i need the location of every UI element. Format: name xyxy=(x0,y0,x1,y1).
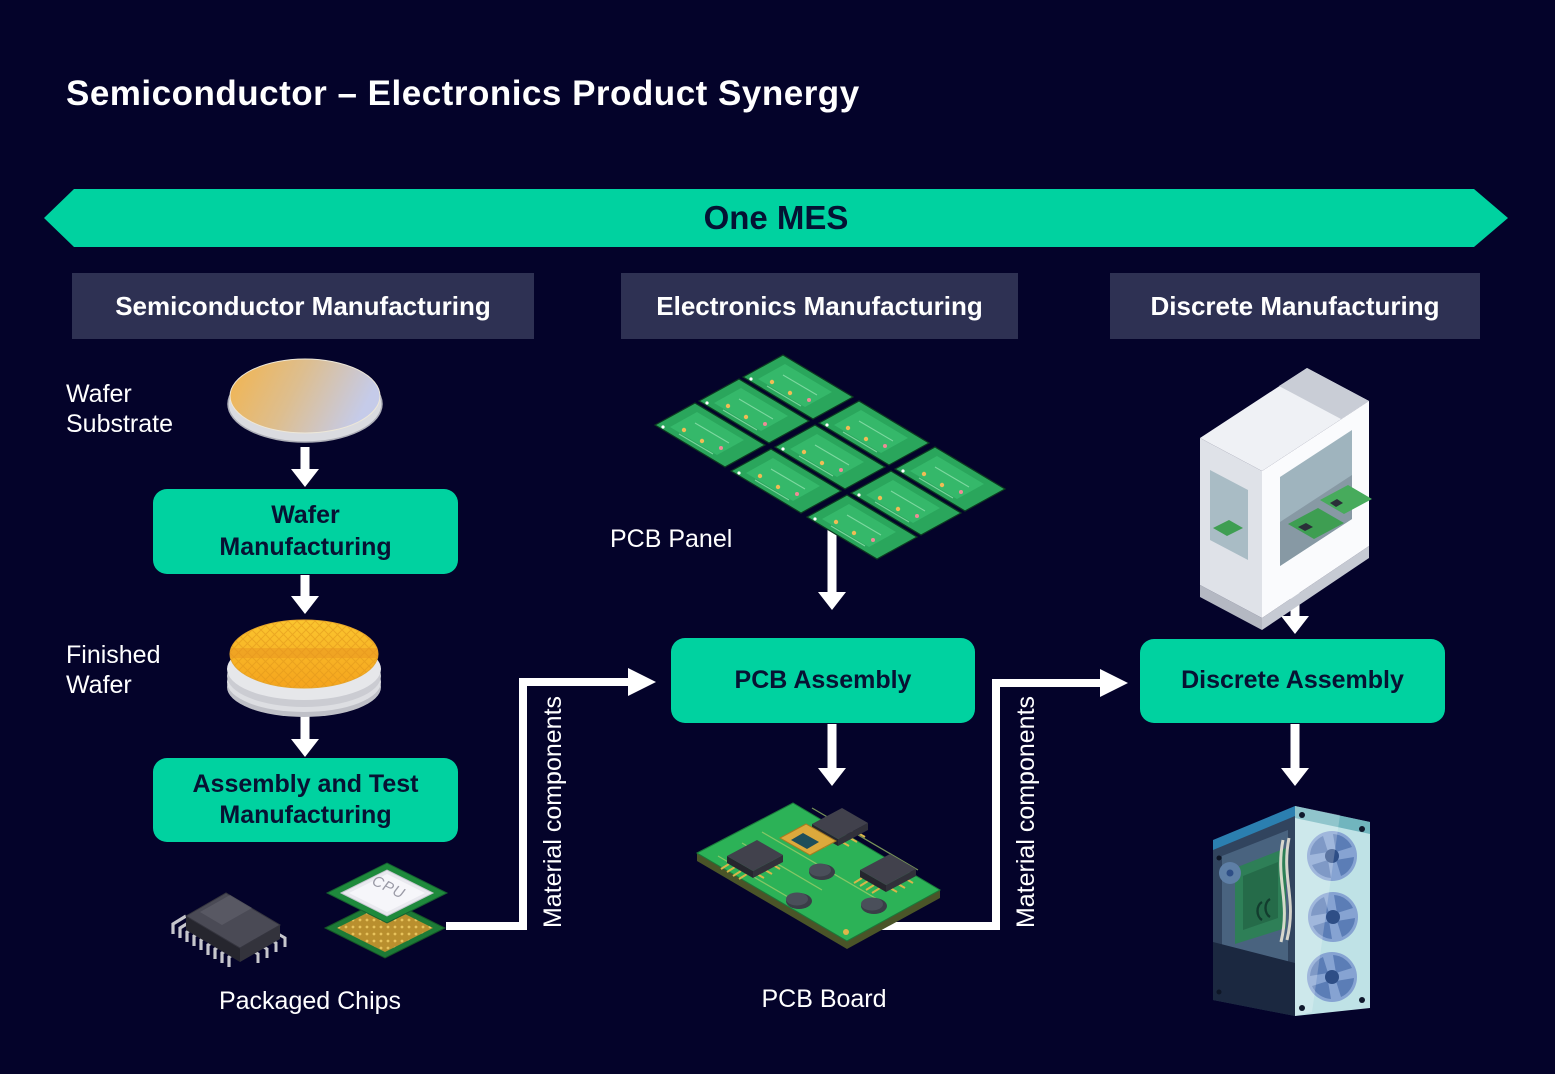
one-mes-label: One MES xyxy=(703,199,849,236)
packaged-chips-label: Packaged Chips xyxy=(218,987,402,1015)
arrow-down-icon xyxy=(291,447,319,487)
arrow-down-icon xyxy=(291,575,319,614)
pcb-assembly-box: PCB Assembly xyxy=(671,638,975,723)
discrete-assembly-box: Discrete Assembly xyxy=(1140,639,1445,723)
arrow-down-icon xyxy=(1281,724,1309,786)
elbow-arrow-icon xyxy=(868,669,1128,930)
wafer-substrate-illustration xyxy=(227,358,383,443)
elbow-arrow-icon xyxy=(446,668,656,930)
column-header-semiconductor-label: Semiconductor Manufacturing xyxy=(115,290,491,321)
arrow-down-icon xyxy=(818,724,846,786)
pc-tower-illustration xyxy=(1213,806,1370,1016)
finished-wafer-illustration xyxy=(227,619,381,717)
wafer-manufacturing-box: Wafer Manufacturing xyxy=(153,489,458,574)
pcb-panel-label: PCB Panel xyxy=(610,525,733,553)
material-components-label: Material components xyxy=(539,695,567,929)
finished-wafer-label: Finished Wafer xyxy=(66,641,161,699)
column-header-electronics-label: Electronics Manufacturing xyxy=(656,290,983,321)
cpu-chip-illustration: CPU xyxy=(323,862,449,959)
column-header-electronics: Electronics Manufacturing xyxy=(621,273,1018,339)
one-mes-banner: One MES xyxy=(44,189,1508,247)
pcb-board-label: PCB Board xyxy=(761,985,887,1013)
column-header-discrete-label: Discrete Manufacturing xyxy=(1150,290,1440,321)
material-components-label: Material components xyxy=(1012,695,1040,929)
smt-machine-illustration xyxy=(1200,368,1372,630)
arrow-down-icon xyxy=(818,528,846,610)
wafer-substrate-label: Wafer Substrate xyxy=(66,380,174,438)
column-header-discrete: Discrete Manufacturing xyxy=(1110,273,1480,339)
page-title: Semiconductor – Electronics Product Syne… xyxy=(66,74,860,113)
packaged-chip-ic-illustration xyxy=(171,892,287,967)
column-header-semiconductor: Semiconductor Manufacturing xyxy=(72,273,534,339)
assembly-test-manufacturing-box: Assembly and Test Manufacturing xyxy=(153,758,458,842)
pcb-board-illustration xyxy=(695,802,942,949)
arrow-down-icon xyxy=(291,716,319,757)
